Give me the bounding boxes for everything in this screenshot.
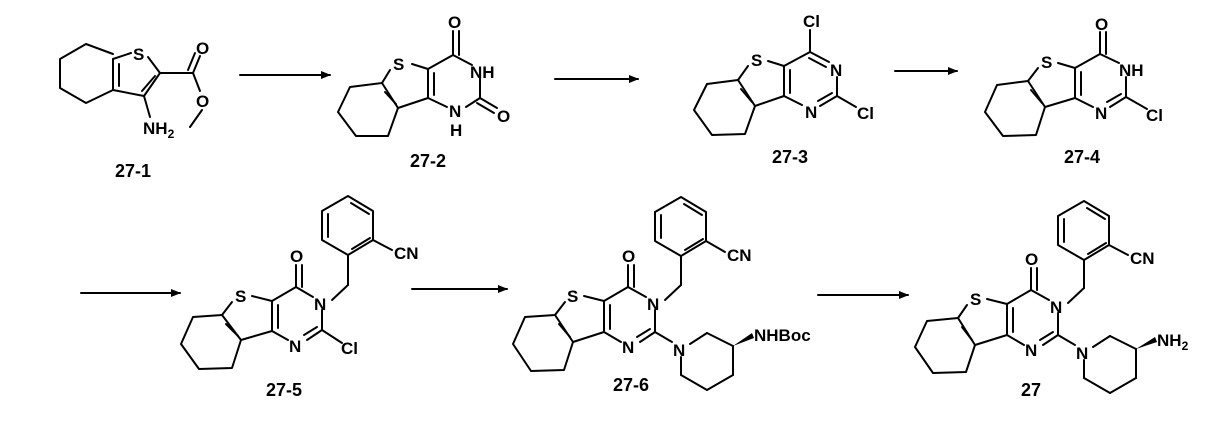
- atom-nhboc: NHBoc: [754, 326, 811, 345]
- atom-h: H: [450, 121, 462, 140]
- atom-o: O: [290, 247, 303, 266]
- atom-cl: Cl: [341, 339, 358, 358]
- atom-n: N: [1025, 341, 1037, 360]
- atom-o: O: [622, 247, 635, 266]
- atom-s: S: [235, 287, 246, 306]
- atom-o: O: [497, 107, 510, 126]
- atom-n: N: [1050, 298, 1062, 317]
- compound-27-5: O S N N Cl CN 27-5: [180, 195, 419, 400]
- atom-nh: NH: [470, 63, 495, 82]
- atom-nh2: NH2: [1157, 331, 1189, 353]
- atom-o: O: [1095, 15, 1108, 34]
- compound-27-4: O S NH N Cl 27-4: [984, 15, 1163, 167]
- compound-27-6: O S N N N CN NHBoc 27-6: [512, 196, 811, 395]
- atom-s: S: [751, 51, 762, 70]
- atom-cn: CN: [727, 246, 752, 265]
- compound-label: 27-3: [772, 147, 808, 167]
- atom-s: S: [970, 290, 981, 309]
- atom-n: N: [805, 103, 817, 122]
- atom-cl: Cl: [803, 12, 820, 31]
- atom-nh2: NH2: [143, 119, 175, 141]
- compound-label: 27-1: [115, 161, 151, 181]
- compound-label: 27: [1021, 380, 1041, 400]
- atom-s: S: [393, 55, 404, 74]
- atom-n-piperidine: N: [1076, 344, 1088, 363]
- atom-cn: CN: [1130, 249, 1155, 268]
- compound-27-3: Cl S N N Cl 27-3: [693, 12, 874, 167]
- atom-nh: NH: [1119, 61, 1144, 80]
- atom-cl: Cl: [857, 104, 874, 123]
- atom-s: S: [1041, 53, 1052, 72]
- compound-label: 27-6: [613, 375, 649, 395]
- atom-o: O: [1025, 250, 1038, 269]
- compound-label: 27-5: [266, 380, 302, 400]
- atom-s: S: [567, 287, 578, 306]
- atom-o-ester: O: [196, 92, 209, 111]
- compound-27-1: S O O NH2 27-1: [59, 39, 209, 181]
- compound-27-2: S O NH O N H 27-2: [337, 13, 510, 171]
- atom-n: N: [830, 61, 842, 80]
- compound-27: O S N N N CN NH2 27: [914, 200, 1189, 400]
- atom-o: O: [448, 13, 461, 32]
- atom-cn: CN: [394, 244, 419, 263]
- atom-n: N: [314, 295, 326, 314]
- wedge-bond: [1136, 337, 1157, 349]
- compound-label: 27-4: [1064, 147, 1100, 167]
- atom-n: N: [647, 295, 659, 314]
- atom-n: N: [622, 338, 634, 357]
- atom-n: N: [449, 102, 461, 121]
- atom-n: N: [1095, 104, 1107, 123]
- compound-label: 27-2: [410, 151, 446, 171]
- atom-o-carbonyl: O: [196, 39, 209, 58]
- atom-cl: Cl: [1146, 106, 1163, 125]
- wedge-bond: [733, 333, 754, 346]
- atom-n: N: [289, 337, 301, 356]
- atom-s: S: [133, 45, 144, 64]
- atom-n-piperidine: N: [673, 341, 685, 360]
